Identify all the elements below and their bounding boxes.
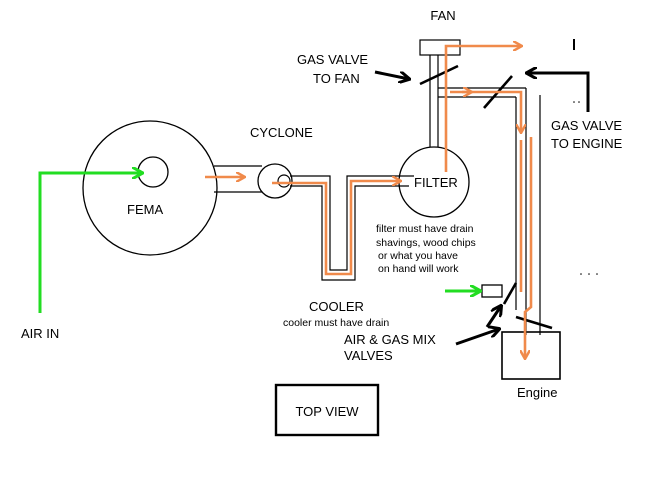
cooler-pipe — [290, 175, 414, 281]
cyclone-label: CYCLONE — [250, 125, 313, 140]
filter-note-1: filter must have drain — [376, 223, 474, 235]
labels: FAN GAS VALVE TO FAN GAS VALVE TO ENGINE… — [21, 8, 623, 419]
air-in-arrow — [38, 173, 142, 313]
gas-valve-fan — [419, 64, 459, 86]
cyclone-unit — [257, 163, 293, 199]
fan-label: FAN — [430, 8, 455, 23]
gas-valve-to-fan-label-1: GAS VALVE — [297, 52, 368, 67]
filter-note-3: or what you have — [378, 250, 458, 262]
filter-note-4: on hand will work — [378, 263, 459, 275]
pointer-arrows — [374, 72, 590, 346]
fema-unit — [82, 120, 218, 256]
cooler-note: cooler must have drain — [283, 317, 389, 329]
engine-label: Engine — [517, 385, 557, 400]
mix-valves-label-2: VALVES — [344, 348, 393, 363]
filter-label: FILTER — [414, 175, 458, 190]
gas-valve-to-engine-label-1: GAS VALVE — [551, 118, 622, 133]
fema-label: FEMA — [127, 202, 163, 217]
gas-valve-to-engine-label-2: TO ENGINE — [551, 136, 623, 151]
air-in-label: AIR IN — [21, 326, 59, 341]
gas-flow-path — [205, 46, 533, 358]
engine-block — [501, 331, 561, 380]
cooler-label: COOLER — [309, 299, 364, 314]
filter-note-2: shavings, wood chips — [376, 237, 476, 249]
mix-valves-label-1: AIR & GAS MIX — [344, 332, 436, 347]
air-flow-path — [38, 173, 480, 313]
air-mix-valve — [502, 282, 518, 305]
gas-mix-valve — [515, 315, 553, 330]
top-view-box — [274, 383, 380, 437]
stray-marks — [573, 39, 598, 275]
air-inlet-stub — [481, 284, 503, 298]
fema-cyclone-pipe — [214, 165, 262, 193]
gas-valve-to-fan-label-2: TO FAN — [313, 71, 360, 86]
top-view-label: TOP VIEW — [295, 404, 359, 419]
